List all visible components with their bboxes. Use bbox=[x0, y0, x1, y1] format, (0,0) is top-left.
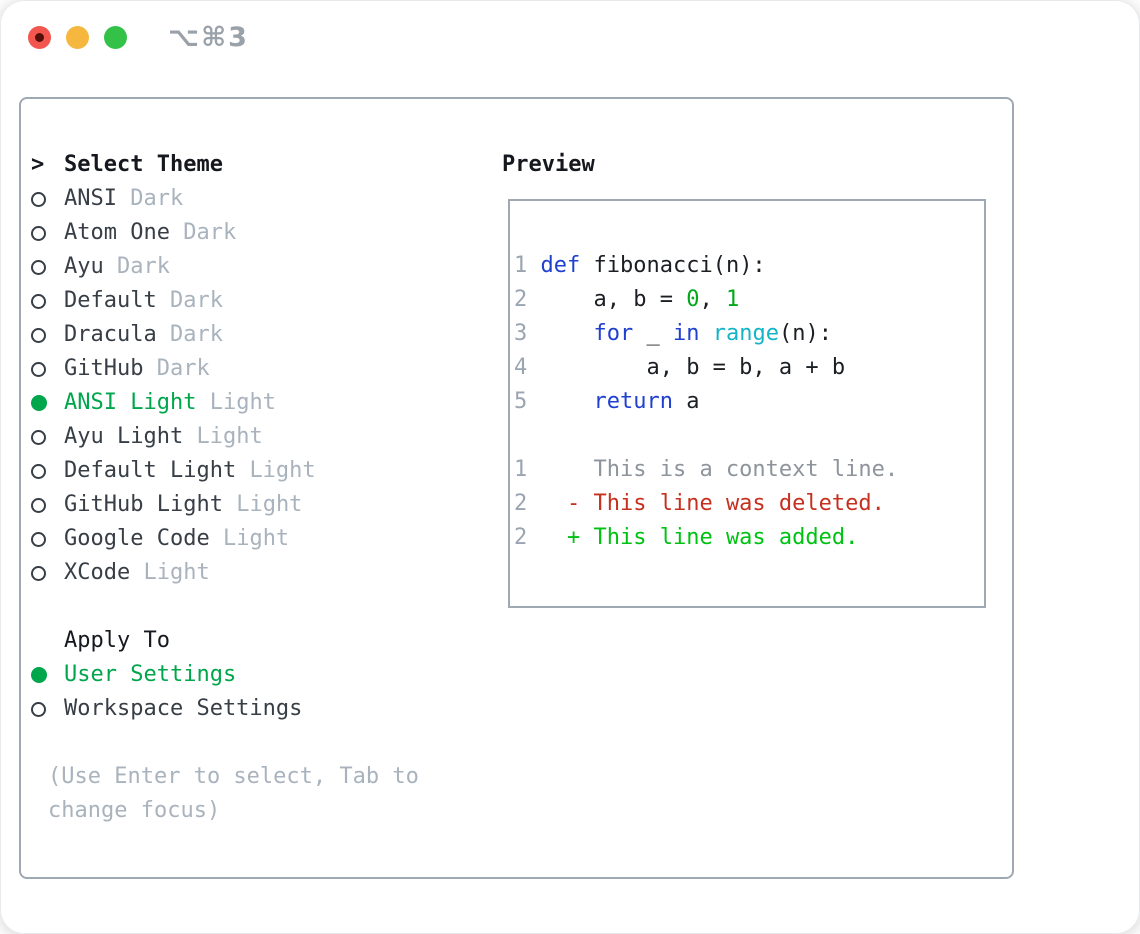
theme-option-label: ANSI Dark bbox=[64, 186, 184, 211]
radio-icon bbox=[31, 497, 64, 513]
theme-variant-badge: Dark bbox=[130, 186, 184, 211]
focus-dot-icon bbox=[35, 33, 44, 42]
apply-option-label: Workspace Settings bbox=[64, 696, 303, 721]
minimize-button[interactable] bbox=[66, 26, 89, 49]
theme-option-default[interactable]: Default Dark bbox=[31, 284, 501, 318]
theme-option-label: XCode Light bbox=[64, 560, 210, 585]
code-line: 2 a, b = 0, 1 bbox=[514, 287, 740, 312]
radio-icon bbox=[31, 293, 64, 309]
window-title: ⌥⌘3 bbox=[168, 22, 249, 53]
code-line: 1 def fibonacci(n): bbox=[514, 253, 766, 278]
select-theme-header: > Select Theme bbox=[31, 148, 501, 182]
theme-option-label: Default Dark bbox=[64, 288, 223, 313]
theme-variant-badge: Dark bbox=[156, 356, 210, 381]
theme-option-ayu-light[interactable]: Ayu Light Light bbox=[31, 420, 501, 454]
theme-option-label: Default Light Light bbox=[64, 458, 316, 483]
apply-option-label: User Settings bbox=[64, 662, 237, 687]
theme-option-dracula[interactable]: Dracula Dark bbox=[31, 318, 501, 352]
theme-option-ansi[interactable]: ANSI Dark bbox=[31, 182, 501, 216]
radio-icon bbox=[31, 701, 64, 717]
code-line: 2 - This line was deleted. bbox=[514, 491, 885, 516]
theme-option-ayu[interactable]: Ayu Dark bbox=[31, 250, 501, 284]
radio-icon bbox=[31, 225, 64, 241]
theme-variant-badge: Light bbox=[249, 458, 316, 483]
theme-option-label: Atom One Dark bbox=[64, 220, 237, 245]
apply-option-user-settings[interactable]: User Settings bbox=[31, 658, 501, 692]
code-preview: 1 def fibonacci(n): 2 a, b = 0, 1 3 for _ … bbox=[510, 201, 984, 555]
theme-option-label: GitHub Light Light bbox=[64, 492, 303, 517]
blank-line bbox=[514, 419, 980, 453]
theme-option-atom-one[interactable]: Atom One Dark bbox=[31, 216, 501, 250]
theme-variant-badge: Dark bbox=[117, 254, 170, 279]
code-line: 4 a, b = b, a + b bbox=[514, 355, 846, 380]
radio-icon bbox=[31, 327, 64, 343]
radio-icon bbox=[31, 565, 64, 581]
apply-to-title: Apply To bbox=[64, 628, 170, 653]
theme-variant-badge: Dark bbox=[183, 220, 237, 245]
theme-variant-badge: Light bbox=[222, 526, 290, 551]
theme-option-ansi-light[interactable]: ANSI Light Light bbox=[31, 386, 501, 420]
focus-arrow-icon: > bbox=[31, 152, 45, 177]
apply-to-header: Apply To bbox=[31, 624, 501, 658]
hint-text: (Use Enter to select, Tab to change focu… bbox=[48, 764, 419, 823]
theme-variant-badge: Light bbox=[209, 390, 276, 415]
theme-option-google-code[interactable]: Google Code Light bbox=[31, 522, 501, 556]
radio-icon bbox=[31, 361, 64, 377]
code-line: 5 return a bbox=[514, 389, 700, 414]
theme-variant-badge: Dark bbox=[169, 288, 223, 313]
maximize-button[interactable] bbox=[104, 26, 127, 49]
radio-icon bbox=[31, 429, 64, 445]
titlebar: ⌥⌘3 bbox=[0, 0, 1140, 97]
theme-option-github[interactable]: GitHub Dark bbox=[31, 352, 501, 386]
theme-variant-badge: Light bbox=[143, 560, 210, 585]
theme-option-xcode[interactable]: XCode Light bbox=[31, 556, 501, 590]
radio-selected-icon bbox=[31, 395, 64, 411]
theme-option-label: Ayu Dark bbox=[64, 254, 170, 279]
theme-option-label: Google Code Light bbox=[64, 526, 290, 551]
spacer bbox=[31, 590, 501, 624]
radio-icon bbox=[31, 463, 64, 479]
theme-option-label: ANSI Light Light bbox=[64, 390, 276, 415]
preview-label: Preview bbox=[502, 152, 595, 177]
theme-option-label: Ayu Light Light bbox=[64, 424, 263, 449]
radio-icon bbox=[31, 259, 64, 275]
theme-option-label: Dracula Dark bbox=[64, 322, 223, 347]
theme-variant-badge: Light bbox=[236, 492, 303, 517]
radio-icon bbox=[31, 531, 64, 547]
theme-variant-badge: Dark bbox=[169, 322, 223, 347]
preview-box: 1 def fibonacci(n): 2 a, b = 0, 1 3 for _ … bbox=[508, 199, 986, 608]
radio-icon bbox=[31, 191, 64, 207]
code-line: 2 + This line was added. bbox=[514, 525, 859, 550]
select-theme-title: Select Theme bbox=[64, 152, 223, 177]
code-line: 3 for _ in range(n): bbox=[514, 321, 832, 346]
code-line: 1 This is a context line. bbox=[514, 457, 899, 482]
theme-option-default-light[interactable]: Default Light Light bbox=[31, 454, 501, 488]
theme-variant-badge: Light bbox=[196, 424, 263, 449]
window-controls bbox=[28, 26, 127, 49]
theme-option-label: GitHub Dark bbox=[64, 356, 210, 381]
radio-selected-icon bbox=[31, 667, 64, 683]
apply-option-workspace-settings[interactable]: Workspace Settings bbox=[31, 692, 501, 726]
theme-option-github-light[interactable]: GitHub Light Light bbox=[31, 488, 501, 522]
close-button[interactable] bbox=[28, 26, 51, 49]
